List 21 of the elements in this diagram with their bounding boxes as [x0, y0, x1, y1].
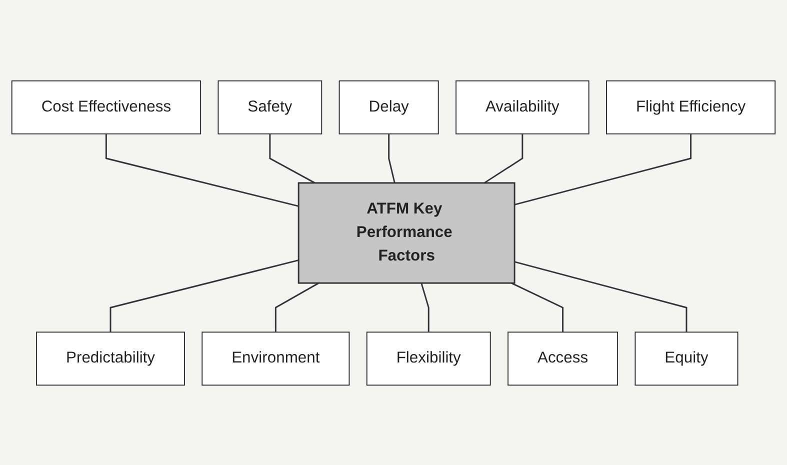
node-box: Environment	[202, 331, 350, 386]
node-box: Equity	[634, 331, 738, 386]
node-box: Safety	[218, 80, 322, 134]
node-box: Predictability	[36, 331, 185, 386]
node-box: Flight Efficiency	[606, 80, 776, 134]
connector	[514, 133, 692, 205]
node-box: Flexibility	[366, 331, 491, 386]
connector	[274, 282, 320, 332]
connector	[110, 259, 299, 332]
node-box: Delay	[338, 80, 439, 134]
node-box: ATFM Key Performance Factors	[298, 182, 516, 284]
connector	[105, 133, 299, 206]
connector	[269, 133, 316, 184]
connector	[514, 260, 688, 332]
connector	[511, 282, 564, 332]
node-box: Availability	[456, 80, 590, 134]
connector	[420, 282, 430, 332]
node-box: Cost Effectiveness	[11, 80, 202, 134]
connector	[388, 133, 396, 183]
connector	[484, 133, 524, 184]
node-box: Access	[508, 331, 618, 386]
